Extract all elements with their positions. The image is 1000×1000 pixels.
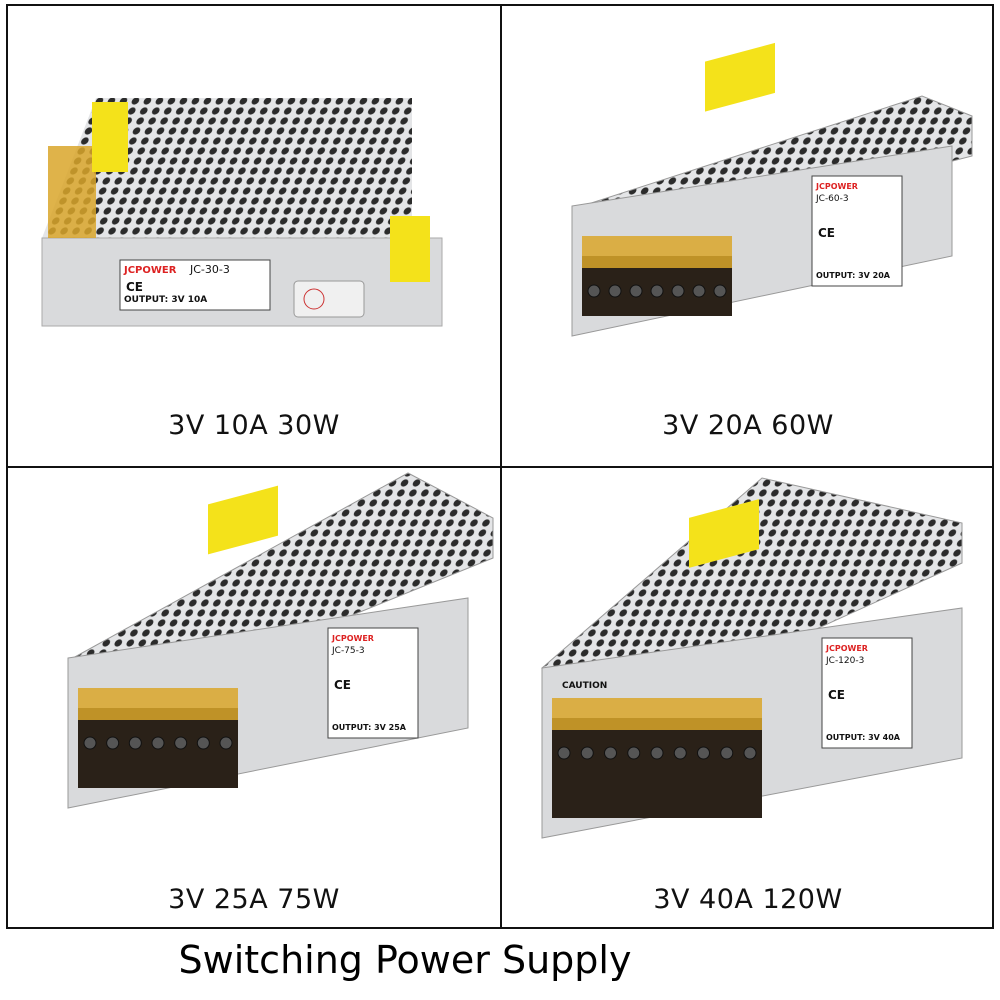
terminal-screw-icon bbox=[627, 746, 641, 760]
pass-qc-sticker bbox=[293, 280, 365, 318]
terminal-screw-icon bbox=[174, 736, 188, 750]
output-rating: OUTPUT: 3V 40A bbox=[826, 733, 901, 742]
terminal-screw-icon bbox=[196, 736, 210, 750]
yellow-sticker bbox=[208, 485, 278, 555]
ce-mark-icon: CE bbox=[828, 688, 845, 702]
terminal-screw-icon bbox=[151, 736, 165, 750]
terminal-screw-icon bbox=[106, 736, 120, 750]
ce-mark-icon: CE bbox=[818, 226, 835, 240]
terminal-screw-icon bbox=[219, 736, 233, 750]
output-rating: OUTPUT: 3V 25A bbox=[332, 723, 407, 732]
terminal-block bbox=[552, 718, 762, 818]
terminal-screw-icon bbox=[557, 746, 571, 760]
terminal-screw-icon bbox=[673, 746, 687, 760]
terminal-cover bbox=[582, 236, 732, 268]
yellow-sticker bbox=[689, 499, 759, 568]
terminal-screw-icon bbox=[587, 284, 601, 298]
terminal-screw-icon bbox=[604, 746, 617, 760]
terminal-screw-icon bbox=[692, 284, 706, 298]
terminal-screw-icon bbox=[743, 746, 757, 760]
terminal-screw-icon bbox=[83, 736, 97, 750]
terminal-cover bbox=[552, 698, 762, 730]
terminal-screw-icon bbox=[629, 284, 643, 298]
output-rating: OUTPUT: 3V 10A bbox=[124, 295, 207, 305]
model-number: JC-120-3 bbox=[825, 656, 864, 666]
product-caption: 3V 25A 75W bbox=[168, 884, 340, 915]
terminal-cover bbox=[48, 146, 96, 238]
model-number: JC-75-3 bbox=[331, 646, 365, 656]
footer-title: Switching Power Supply bbox=[178, 938, 632, 982]
perforated-cover bbox=[42, 98, 412, 238]
caution-label: CAUTION bbox=[562, 681, 607, 691]
ce-mark-icon: CE bbox=[126, 280, 143, 294]
brand-logo: JCPOWER bbox=[825, 644, 868, 653]
side-sticker bbox=[390, 216, 430, 282]
brand-logo: JCPOWER bbox=[331, 634, 374, 643]
terminal-screw-icon bbox=[128, 736, 142, 750]
terminal-screw-icon bbox=[697, 746, 710, 760]
terminal-screw-icon bbox=[650, 746, 664, 760]
ce-mark-icon: CE bbox=[334, 678, 351, 692]
product-caption: 3V 20A 60W bbox=[662, 410, 834, 441]
terminal-screw-icon bbox=[608, 284, 622, 298]
brand-logo: JCPOWER bbox=[815, 182, 858, 191]
product-caption: 3V 40A 120W bbox=[653, 884, 843, 915]
terminal-screw-icon bbox=[671, 284, 685, 298]
terminal-screw-icon bbox=[580, 746, 594, 760]
model-number: JC-60-3 bbox=[815, 194, 849, 204]
caution-sticker bbox=[92, 102, 128, 172]
model-number: JC-30-3 bbox=[189, 263, 230, 276]
brand-logo: JCPOWER bbox=[123, 265, 177, 276]
terminal-screw-icon bbox=[713, 284, 727, 298]
product-caption: 3V 10A 30W bbox=[168, 410, 340, 441]
qc-seal-icon bbox=[303, 288, 325, 310]
yellow-sticker bbox=[705, 42, 775, 112]
grid-divider-horizontal bbox=[6, 466, 994, 468]
terminal-screw-icon bbox=[650, 284, 664, 298]
output-rating: OUTPUT: 3V 20A bbox=[816, 271, 891, 280]
terminal-screw-icon bbox=[720, 746, 734, 760]
terminal-cover bbox=[78, 688, 238, 720]
